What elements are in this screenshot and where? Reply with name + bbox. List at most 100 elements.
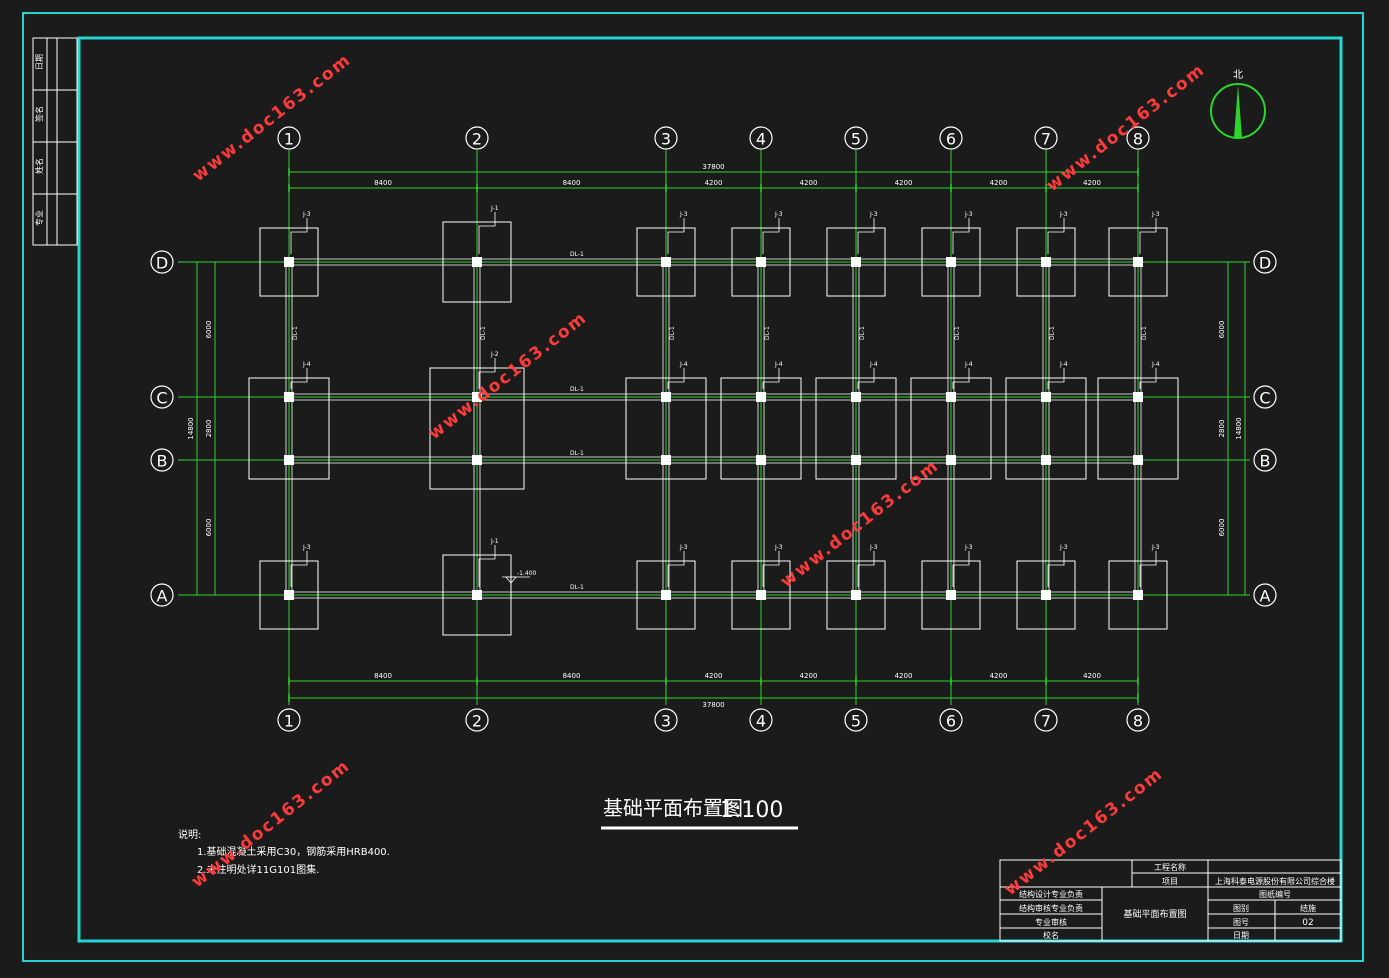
- dim-span-y-2: 6000: [1218, 519, 1226, 537]
- dim-span-x-0: 8400: [374, 179, 392, 187]
- column-block: [851, 455, 861, 465]
- axis-bubble-circle: [1034, 708, 1058, 732]
- footing-leader: [857, 551, 875, 587]
- axis-bubble: 4: [749, 126, 773, 150]
- grid-layer: [178, 150, 1250, 705]
- combined-footing-outline: [625, 377, 707, 480]
- footing-outline: [1108, 560, 1168, 630]
- footing-leader: [667, 218, 685, 254]
- dim-span-x-6: 4200: [1083, 672, 1101, 680]
- watermark-text-1: www.doc163.com: [1043, 60, 1210, 196]
- combined-footing-outline: [248, 377, 330, 480]
- axis-bubble-circle: [1253, 250, 1277, 274]
- axis-bubble: C: [1253, 385, 1277, 409]
- combined-footing-outline: [1005, 377, 1087, 480]
- strip-label-sign: 签名: [34, 106, 44, 122]
- footing-tag: J-3: [774, 211, 783, 218]
- footing-leader: [1139, 551, 1157, 587]
- axis-bubble-circle: [465, 708, 489, 732]
- north-label: 北: [1233, 69, 1243, 81]
- beam-label-2: DL-1: [570, 450, 584, 457]
- axis-bubble: B: [150, 448, 174, 472]
- elevation-text: -1.400: [517, 570, 537, 577]
- notes-heading: 说明:: [178, 828, 201, 841]
- footing-tag: J-3: [302, 211, 311, 218]
- footing-outline: [636, 227, 696, 297]
- dim-span-y-0: 6000: [205, 321, 213, 339]
- axis-bubble-label: 6: [946, 712, 956, 731]
- footing-leader: [1047, 218, 1065, 254]
- notes-block: 说明: 1.基础混凝土采用C30，钢筋采用HRB400. 2.未注明处详11G1…: [178, 828, 390, 876]
- axis-bubble-label: 5: [851, 130, 861, 149]
- footing-outline: [921, 227, 981, 297]
- strip-label-date: 日期: [35, 54, 44, 70]
- axis-bubble-label: 4: [756, 130, 766, 149]
- axis-bubble-label: 8: [1133, 712, 1143, 731]
- tb-sheet-value: 02: [1302, 918, 1313, 928]
- dim-span-x-2: 4200: [705, 672, 723, 680]
- watermark-text-3: www.doc163.com: [777, 456, 944, 592]
- footing-leader: [1139, 368, 1157, 389]
- footing-tag: J-4: [1059, 361, 1068, 368]
- footing-tag: J-3: [1151, 211, 1160, 218]
- column-beam-label: DL-1: [859, 326, 866, 340]
- dim-span-x-2: 4200: [705, 179, 723, 187]
- axis-bubble-circle: [1253, 448, 1277, 472]
- column-block: [1041, 590, 1051, 600]
- footing-tag: J-3: [964, 544, 973, 551]
- beam-label-3: DL-1: [570, 584, 584, 591]
- tb-sheet-label: 图号: [1233, 918, 1249, 927]
- axis-bubble: 5: [844, 708, 868, 732]
- footing-outline: [731, 560, 791, 630]
- axis-bubble-circle: [277, 708, 301, 732]
- drawing-scale-text: 1:100: [720, 798, 783, 823]
- footing-leader: [478, 212, 496, 254]
- column-block: [756, 455, 766, 465]
- tb-date-label: 日期: [1233, 931, 1249, 940]
- watermark-text-5: www.doc163.com: [1001, 764, 1168, 900]
- axis-bubble-circle: [277, 126, 301, 150]
- dim-span-x-1: 8400: [563, 179, 581, 187]
- tb-row-2: 结构审核专业负责: [1019, 903, 1083, 913]
- column-block: [1133, 590, 1143, 600]
- axis-bubble-circle: [939, 708, 963, 732]
- axis-bubble: 2: [465, 126, 489, 150]
- tb-project-label: 项目: [1162, 877, 1178, 886]
- beam-label-0: DL-1: [570, 251, 584, 258]
- column-block: [946, 392, 956, 402]
- beam-label-1: DL-1: [570, 386, 584, 393]
- combined-footing-outline: [815, 377, 897, 480]
- column-block: [1041, 392, 1051, 402]
- axis-bubble: 1: [277, 708, 301, 732]
- column-block: [946, 590, 956, 600]
- tb-row-4: 校名: [1043, 930, 1059, 940]
- footing-leader: [857, 368, 875, 389]
- footing-tag: J-3: [774, 544, 783, 551]
- axis-bubble: 2: [465, 708, 489, 732]
- footing-leader: [290, 368, 308, 389]
- footing-tag: J-3: [1059, 211, 1068, 218]
- axis-bubble: 5: [844, 126, 868, 150]
- footing-tag: J-4: [302, 361, 311, 368]
- column-block: [284, 392, 294, 402]
- column-beam-label: DL-1: [1141, 326, 1148, 340]
- column-block: [756, 590, 766, 600]
- title-block: 工程名称 项目 上海科泰电源股份有限公司综合楼 图纸编号 结构设计专业负责 结构…: [999, 859, 1342, 942]
- tb-project-value: 上海科泰电源股份有限公司综合楼: [1215, 876, 1335, 886]
- footing-outline: [1016, 560, 1076, 630]
- column-block: [472, 392, 482, 402]
- axis-bubble: 7: [1034, 708, 1058, 732]
- dim-span-x-5: 4200: [990, 672, 1008, 680]
- column-block: [946, 455, 956, 465]
- dim-span-y-0: 6000: [1218, 321, 1226, 339]
- column-block: [1133, 455, 1143, 465]
- column-block: [851, 392, 861, 402]
- axis-bubble: A: [1253, 583, 1277, 607]
- axis-bubble-circle: [1034, 126, 1058, 150]
- notes-line-2: 2.未注明处详11G101图集.: [197, 863, 319, 876]
- footing-leader: [952, 368, 970, 389]
- watermark-text-0: www.doc163.com: [189, 50, 356, 186]
- axis-bubble-label: 2: [472, 130, 482, 149]
- dim-span-x-3: 4200: [800, 672, 818, 680]
